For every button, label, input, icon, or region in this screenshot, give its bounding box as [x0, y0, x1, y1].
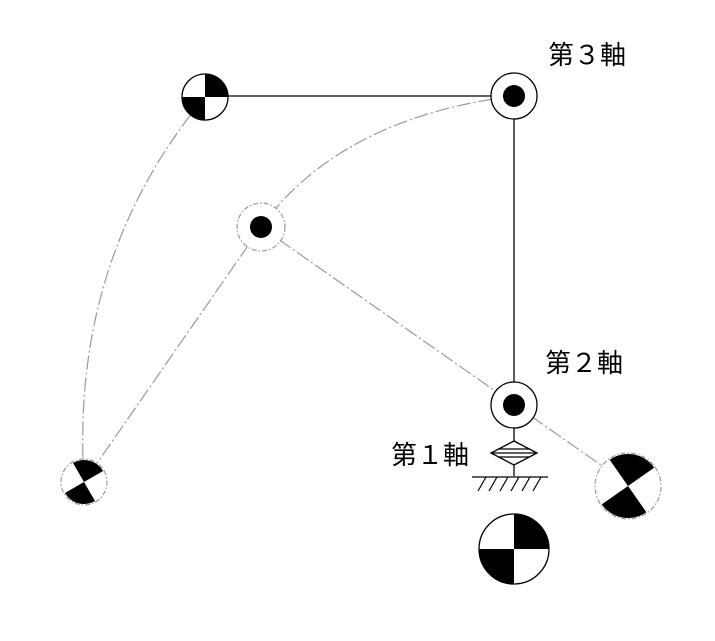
- hatch-mark: [532, 476, 542, 492]
- axis3-joint-dot: [503, 85, 525, 107]
- hatch-mark: [477, 476, 487, 492]
- hatch-mark: [499, 476, 509, 492]
- ghost-link-upper: [83, 226, 262, 483]
- ground-base: [472, 476, 548, 492]
- cg-symbol-ghost-right: [594, 452, 662, 520]
- axis2-joint: [490, 381, 538, 429]
- cg-symbol-bottom: [478, 513, 550, 585]
- axis3-label: 第３軸: [548, 41, 626, 71]
- hatch-mark: [521, 476, 531, 492]
- ghost-joint-dot: [250, 216, 272, 238]
- axis2-joint-dot: [503, 394, 525, 416]
- ghost-arc-inner: [260, 95, 515, 228]
- hatch-mark: [488, 476, 498, 492]
- ghost-arc-outer: [82, 97, 205, 483]
- cg-symbol-top-left: [181, 73, 229, 121]
- axis2-label: 第２軸: [545, 349, 623, 379]
- hatch-mark: [510, 476, 520, 492]
- axis1-joint-symbol: [489, 428, 539, 476]
- main-pose: [204, 95, 515, 405]
- ghost-link-lower: [260, 226, 629, 485]
- axis1-label: 第１軸: [391, 441, 469, 471]
- axis3-joint: [490, 72, 538, 120]
- ghost-pose: [82, 95, 629, 485]
- cg-symbol-ghost-left: [60, 458, 108, 506]
